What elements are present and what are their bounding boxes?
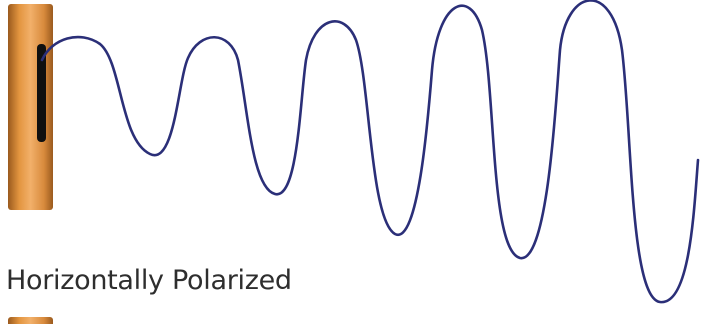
vertical-wave bbox=[42, 0, 698, 302]
vertical-antenna bbox=[8, 4, 53, 210]
horizontal-caption: Horizontally Polarized bbox=[6, 265, 292, 296]
horizontal-antenna-rod bbox=[8, 317, 53, 324]
vertical-antenna-rod bbox=[8, 4, 53, 210]
horizontal-antenna bbox=[8, 317, 53, 324]
